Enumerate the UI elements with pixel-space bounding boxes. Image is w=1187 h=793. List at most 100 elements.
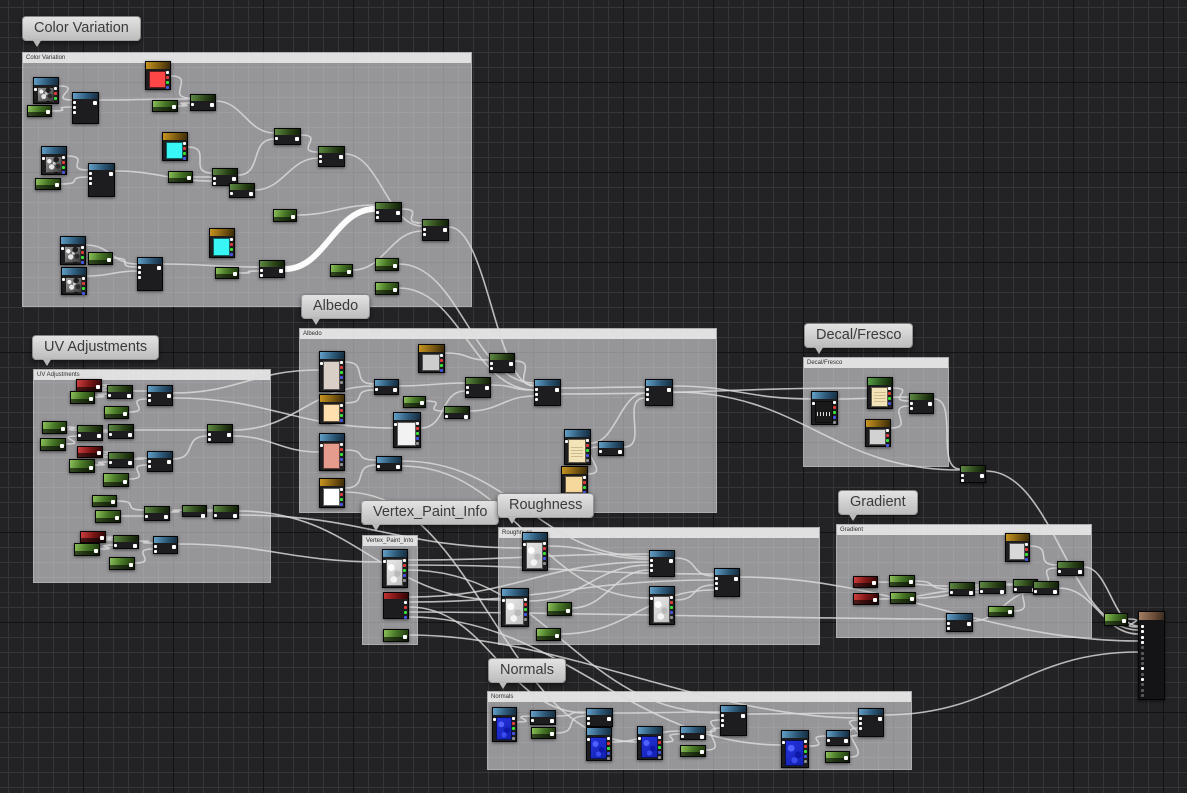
node-mathg[interactable] [107,385,133,399]
node-tex[interactable] [492,707,517,742]
comment-bubble-decal-fresco[interactable]: Decal/Fresco [804,323,914,354]
node-bluemulti[interactable] [147,451,173,472]
node-goldparam[interactable] [865,419,891,447]
node-goldparam[interactable] [418,344,445,373]
node-scalar[interactable] [375,258,399,271]
node-scalar[interactable] [109,557,135,570]
node-tex[interactable] [393,412,421,448]
node-bluemulti[interactable] [530,710,556,725]
node-bluemulti[interactable] [645,379,673,406]
node-scalar[interactable] [95,510,121,523]
node-mathg[interactable] [108,452,134,468]
node-tex[interactable] [41,146,67,175]
node-goldparam[interactable] [1005,533,1030,562]
node-mathg[interactable] [207,424,233,443]
node-goldparam[interactable] [209,228,235,258]
node-scalar[interactable] [104,406,129,419]
node-mathg[interactable] [190,94,216,111]
node-mathg[interactable] [182,505,207,518]
node-mathg[interactable] [909,393,934,414]
node-scalar[interactable] [70,391,95,404]
node-material[interactable] [1138,611,1165,700]
comment-bubble-normals[interactable]: Normals [488,658,566,689]
node-scalar[interactable] [531,727,556,739]
node-tex[interactable] [501,588,529,627]
node-scalar[interactable] [375,282,399,295]
comment-bubble-color-variation[interactable]: Color Variation [22,16,141,47]
node-goldparam[interactable] [162,132,188,161]
node-mathg[interactable] [949,582,975,596]
comment-group-titlebar[interactable]: Color Variation [23,53,471,63]
node-scalar[interactable] [215,267,239,279]
node-scalar[interactable] [69,459,95,473]
node-scalar[interactable] [403,396,426,408]
node-tex[interactable] [319,351,345,392]
comment-group-titlebar[interactable]: Vertex_Paint_Info [363,536,417,546]
comment-group-titlebar[interactable]: UV Adjustments [34,370,270,380]
node-goldparam[interactable] [561,466,588,495]
node-scalar[interactable] [889,575,915,587]
node-mathg[interactable] [212,168,238,186]
node-bluemulti[interactable] [88,163,115,197]
node-bluemulti[interactable] [374,379,399,395]
node-bluemulti[interactable] [649,550,675,577]
node-bluemulti[interactable] [137,257,163,291]
node-scalar[interactable] [330,264,353,277]
node-scalar[interactable] [42,421,67,434]
node-mathg[interactable] [489,353,515,373]
node-scalar[interactable] [40,438,66,451]
node-mathg[interactable] [113,535,139,549]
node-bluemulti[interactable] [720,705,747,736]
node-bluemulti[interactable] [826,730,850,746]
node-bluemulti[interactable] [858,708,884,737]
node-tex[interactable] [60,236,86,265]
node-bluemulti[interactable] [586,708,613,727]
node-scalar[interactable] [547,602,572,616]
comment-bubble-vertex-paint-info[interactable]: Vertex_Paint_Info [361,500,500,531]
comment-group-titlebar[interactable]: Decal/Fresco [804,358,948,368]
node-bluemulti[interactable] [376,456,402,471]
node-scalar[interactable] [273,209,297,222]
node-scalar[interactable] [1104,613,1128,626]
node-mathg[interactable] [422,219,449,241]
node-tex[interactable] [637,726,663,760]
node-mathg[interactable] [259,260,285,278]
node-scalar[interactable] [680,745,706,757]
node-goldparam[interactable] [145,61,171,90]
node-bluemulti[interactable] [153,536,178,554]
comment-bubble-uv-adjustments[interactable]: UV Adjustments [32,335,160,366]
node-mathg[interactable] [375,202,402,222]
comment-group-titlebar[interactable]: Albedo [300,329,716,339]
node-scalar[interactable] [536,628,561,641]
node-scalar[interactable] [152,100,178,112]
node-mathg[interactable] [213,505,239,519]
node-mathg[interactable] [318,146,345,167]
comment-group-titlebar[interactable]: Gradient [837,525,1091,535]
node-scalar[interactable] [168,171,193,183]
node-scalar[interactable] [383,629,409,642]
node-mathg[interactable] [960,465,986,483]
node-tex[interactable] [61,267,87,295]
comment-bubble-roughness[interactable]: Roughness [497,493,595,524]
node-scalar[interactable] [35,178,61,190]
comment-group-titlebar[interactable]: Roughness [499,528,819,538]
node-bluemulti[interactable] [72,92,99,124]
node-mathg[interactable] [144,506,170,521]
node-redparam[interactable] [853,593,879,605]
node-mathg[interactable] [1057,561,1084,576]
node-vertexcolor[interactable] [383,592,409,619]
node-scalar[interactable] [103,473,129,487]
node-tex[interactable] [781,730,809,768]
node-mathg[interactable] [274,128,301,145]
node-goldparam[interactable] [319,394,345,424]
node-mathg[interactable] [1033,581,1059,595]
node-tex[interactable] [382,549,408,588]
node-bluemulti[interactable] [598,441,624,456]
node-scalar[interactable] [988,606,1014,617]
node-mathg[interactable] [979,581,1006,594]
comment-group-titlebar[interactable]: Normals [488,692,911,702]
node-mathg[interactable] [108,424,134,439]
node-tex[interactable] [564,429,591,465]
node-goldparam[interactable] [319,478,345,508]
